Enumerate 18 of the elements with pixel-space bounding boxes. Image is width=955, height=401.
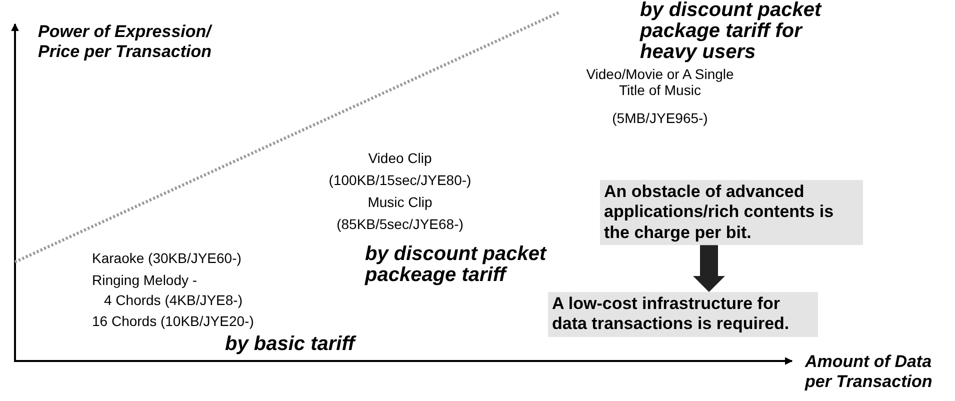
content-label: Ringing Melody - bbox=[92, 272, 198, 288]
content-label: Music Clip bbox=[366, 194, 434, 210]
block-arrow bbox=[693, 245, 725, 292]
content-label: (85KB/5sec/JYE68-) bbox=[336, 216, 464, 232]
content-label: Karaoke (30KB/JYE60-) bbox=[92, 250, 242, 266]
tariff-note: by basic tariff bbox=[225, 334, 355, 355]
tariff-note: by discount packet packeage tariff bbox=[365, 244, 548, 286]
content-label: 16 Chords (10KB/JYE20-) bbox=[92, 313, 254, 330]
shaded-note: A low-cost infrastructure for data transactions is required. bbox=[548, 292, 818, 337]
content-label: Video Clip bbox=[367, 150, 433, 166]
tariff-note: by discount packet package tariff for heavy users bbox=[640, 0, 823, 63]
shaded-note: An obstacle of advanced applications/rich contents is the charge per bit. bbox=[600, 180, 863, 246]
content-label: 4 Chords (4KB/JYE8-) bbox=[104, 292, 242, 308]
content-label: (100KB/15sec/JYE80-) bbox=[328, 172, 472, 188]
content-label: (5MB/JYE965-) bbox=[611, 110, 709, 126]
content-label: Video/Movie or A Single Title of Music bbox=[585, 66, 735, 98]
axis-label: Power of Expression/ Price per Transaction bbox=[38, 22, 214, 62]
axis-label: Amount of Data per Transaction bbox=[805, 352, 934, 392]
